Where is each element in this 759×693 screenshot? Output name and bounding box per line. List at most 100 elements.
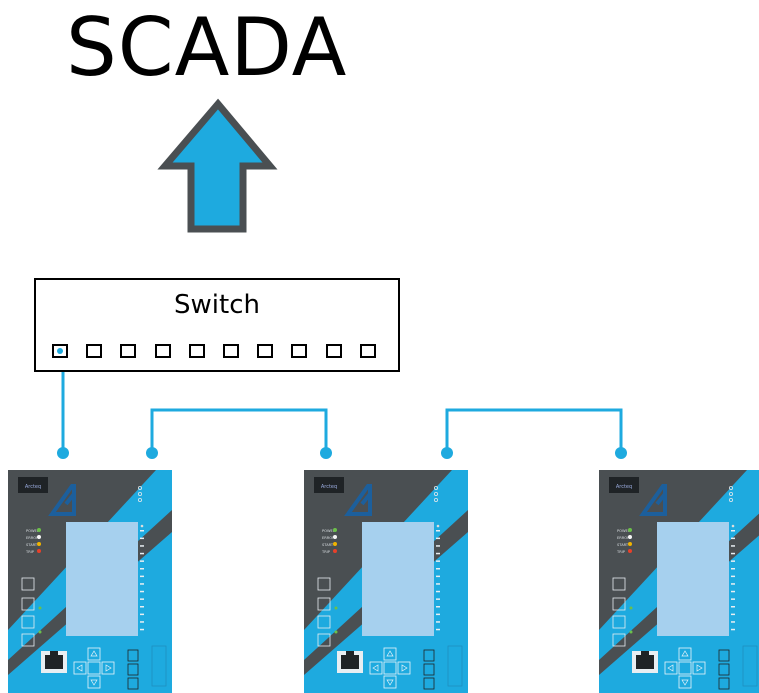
relay-logo-text: Arcteq bbox=[25, 484, 41, 490]
status-led bbox=[37, 542, 41, 546]
indicator-led bbox=[436, 613, 440, 616]
indicator-led bbox=[140, 560, 144, 562]
indicator-led bbox=[731, 598, 735, 600]
status-icon bbox=[137, 485, 142, 490]
nav-key bbox=[369, 661, 383, 675]
nav-key bbox=[87, 647, 101, 661]
scada-title: SCADA bbox=[66, 1, 348, 94]
indicator-led bbox=[140, 628, 144, 631]
led-label: TRIP bbox=[616, 550, 626, 554]
lcd-screen bbox=[362, 522, 434, 636]
switch-port bbox=[291, 344, 308, 358]
nav-key bbox=[87, 661, 101, 675]
down-key-icon bbox=[386, 679, 394, 686]
switch-port bbox=[325, 344, 342, 358]
nav-key bbox=[678, 675, 692, 689]
menu-button bbox=[718, 677, 730, 690]
link-endpoint bbox=[320, 447, 332, 459]
indicator-led bbox=[731, 621, 735, 623]
status-led bbox=[37, 549, 41, 553]
right-key-icon bbox=[696, 664, 703, 672]
indicator-led bbox=[731, 552, 735, 555]
nav-key bbox=[87, 675, 101, 689]
function-button bbox=[317, 615, 331, 629]
lcd-screen bbox=[657, 522, 729, 636]
indicator-led bbox=[731, 530, 735, 532]
network-switch: Switch bbox=[34, 278, 400, 372]
function-button bbox=[21, 633, 35, 647]
switch-port bbox=[52, 344, 68, 358]
indicator-led bbox=[731, 606, 735, 608]
led-label: START bbox=[26, 543, 38, 547]
link-endpoint bbox=[57, 447, 69, 459]
indicator-led bbox=[436, 560, 440, 562]
led-label: ERROR bbox=[617, 536, 630, 540]
switch-port bbox=[223, 344, 239, 358]
logo-plate bbox=[18, 477, 48, 493]
status-icon bbox=[137, 497, 142, 502]
indicator-led bbox=[436, 598, 440, 600]
side-tab bbox=[447, 645, 463, 687]
status-led bbox=[628, 542, 632, 546]
nav-key bbox=[383, 661, 397, 675]
function-button bbox=[317, 633, 331, 647]
indicator-led bbox=[140, 537, 144, 540]
indicator-led bbox=[436, 537, 440, 540]
nav-key bbox=[692, 661, 706, 675]
status-icon bbox=[728, 485, 733, 490]
indicator-led bbox=[731, 537, 735, 540]
led-label: START bbox=[617, 543, 629, 547]
up-arrow-icon bbox=[157, 98, 278, 233]
switch-port bbox=[86, 344, 103, 358]
function-button bbox=[21, 615, 35, 629]
status-icon bbox=[728, 497, 733, 502]
indicator-led bbox=[436, 590, 440, 593]
switch-port bbox=[120, 344, 137, 358]
nav-key bbox=[383, 647, 397, 661]
switch-label: Switch bbox=[174, 290, 260, 320]
status-led bbox=[37, 528, 41, 532]
led-label: POWER bbox=[617, 529, 631, 533]
nav-key bbox=[73, 661, 87, 675]
indicator-led bbox=[731, 568, 735, 570]
indicator-led bbox=[140, 598, 144, 600]
up-key-icon bbox=[681, 650, 689, 657]
indicator-led bbox=[436, 606, 440, 608]
led-label: TRIP bbox=[25, 550, 35, 554]
menu-button bbox=[718, 663, 730, 676]
relay-link bbox=[445, 408, 623, 453]
indicator-led bbox=[436, 628, 440, 631]
left-key-icon bbox=[667, 664, 674, 672]
led-label: ERROR bbox=[26, 536, 39, 540]
relay-logo-text: Arcteq bbox=[616, 484, 632, 490]
relay-link bbox=[150, 408, 328, 453]
switch-port bbox=[188, 344, 205, 358]
indicator-led bbox=[731, 613, 735, 616]
status-led bbox=[333, 528, 337, 532]
indicator-led bbox=[140, 583, 144, 585]
indicator-led bbox=[731, 583, 735, 585]
menu-button bbox=[127, 677, 139, 690]
indicator-led bbox=[436, 575, 440, 578]
logo-plate bbox=[609, 477, 639, 493]
function-button bbox=[612, 633, 626, 647]
indicator-led bbox=[436, 530, 440, 532]
status-led bbox=[628, 549, 632, 553]
led-label: POWER bbox=[26, 529, 40, 533]
down-key-icon bbox=[90, 679, 98, 686]
switch-port bbox=[257, 344, 274, 358]
function-button bbox=[317, 597, 331, 611]
nav-key bbox=[678, 647, 692, 661]
down-key-icon bbox=[681, 679, 689, 686]
indicator-led bbox=[731, 575, 735, 578]
nav-key bbox=[383, 675, 397, 689]
status-icon bbox=[433, 485, 438, 490]
indicator-led bbox=[731, 545, 735, 547]
indicator-led bbox=[140, 575, 144, 578]
menu-button bbox=[423, 663, 435, 676]
side-tab bbox=[151, 645, 167, 687]
